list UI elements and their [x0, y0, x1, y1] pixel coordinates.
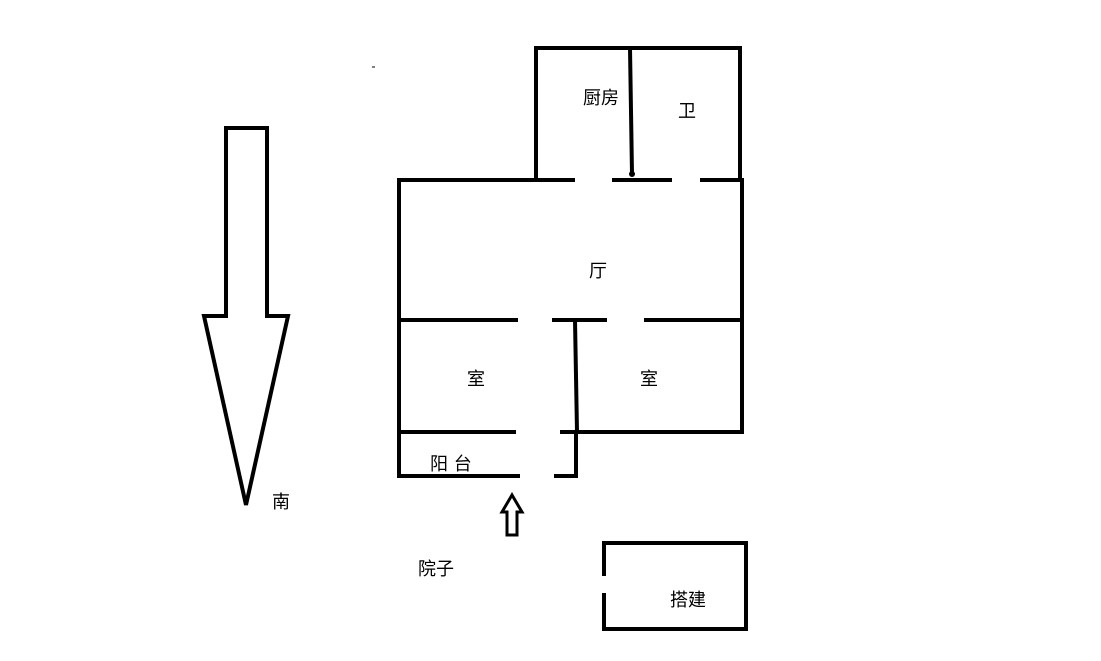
room-left-label: 室: [467, 369, 485, 390]
south-label: 南: [272, 492, 290, 513]
door-hinge-dot: [629, 171, 635, 177]
kitchen-bath-walls: [534, 45, 742, 182]
annex-walls: [602, 541, 748, 631]
balcony-walls: [397, 430, 578, 478]
bathroom-label: 卫: [678, 101, 696, 122]
room-right-label: 室: [640, 369, 658, 390]
kitchen-label: 厨房: [583, 88, 619, 109]
arrow-down-icon: [201, 126, 291, 506]
bedroom-walls: [397, 317, 744, 478]
balcony-label: 阳 台: [430, 454, 472, 475]
living-room-walls: [397, 178, 744, 322]
living-room-label: 厅: [589, 261, 607, 282]
yard-label: 院子: [418, 559, 454, 580]
arrow-up-icon: [499, 492, 525, 537]
annex-label: 搭建: [670, 590, 706, 611]
